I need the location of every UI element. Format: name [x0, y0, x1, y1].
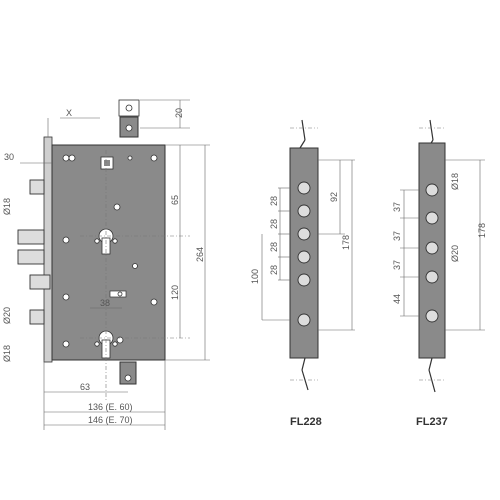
bolt	[425, 270, 439, 284]
top-rod	[429, 119, 434, 141]
front-edge-strip	[43, 136, 53, 363]
top-bracket-hole	[125, 104, 133, 112]
bottom-rod	[428, 357, 433, 371]
bolt	[297, 250, 311, 264]
fl228-dim-28d: 28	[269, 265, 279, 275]
bolt	[297, 181, 311, 195]
dim-146: 146 (E. 70)	[88, 415, 133, 425]
bolt-deadbolt-2	[17, 249, 45, 265]
fl237-dim-44: 44	[392, 294, 402, 304]
dim-d20: Ø20	[2, 307, 12, 324]
screw-hole	[116, 336, 124, 344]
screw-hole	[68, 154, 76, 162]
fl237-dim-37b: 37	[392, 231, 402, 241]
latch-pin	[117, 291, 123, 297]
fl237-dim-d18: Ø18	[450, 173, 460, 190]
top-rod-hook	[299, 139, 306, 149]
fl237-dim-37a: 37	[392, 202, 402, 212]
fl228-dim-28c: 28	[269, 242, 279, 252]
fl228-dim-28a: 28	[269, 196, 279, 206]
bolt	[297, 227, 311, 241]
bolt	[297, 204, 311, 218]
bottom-connector-hole	[124, 374, 132, 382]
screw-hole	[62, 293, 70, 301]
screw-hole	[62, 340, 70, 348]
dim-264: 264	[195, 247, 205, 262]
screw-hole	[132, 263, 138, 269]
bolt-deadbolt-1	[17, 229, 45, 245]
fl237-bolts	[425, 183, 439, 323]
dim-d18-bottom: Ø18	[2, 345, 12, 362]
screw-hole	[62, 236, 70, 244]
fl228-bolts	[297, 181, 311, 327]
fl237-dim-d20: Ø20	[450, 245, 460, 262]
dim-20: 20	[174, 108, 184, 118]
dim-30: 30	[4, 152, 14, 162]
screw-hole	[113, 203, 121, 211]
fl237-dim-37c: 37	[392, 260, 402, 270]
bolt-latch	[29, 274, 51, 290]
fl228-drawing: 28 28 28 28 100 92 178 FL228	[250, 119, 355, 428]
screw-hole	[150, 298, 158, 306]
dim-38: 38	[100, 298, 110, 308]
dim-x: X	[66, 108, 72, 118]
bolt	[425, 241, 439, 255]
bolts-left	[17, 179, 51, 325]
dim-136: 136 (E. 60)	[88, 402, 133, 412]
screw-holes	[62, 154, 158, 348]
bolt-top	[29, 179, 45, 195]
screw-hole	[150, 154, 158, 162]
bolt	[425, 309, 439, 323]
dim-65: 65	[170, 195, 180, 205]
fl237-drawing: 37 37 37 44 Ø18 Ø20 178 FL237	[392, 119, 487, 428]
bottom-rod-connector	[119, 361, 137, 385]
bolt	[425, 211, 439, 225]
top-connector-hole	[125, 124, 133, 132]
bolt	[297, 273, 311, 287]
bolt-deadbolt-3	[29, 309, 45, 325]
fl237-dim-178: 178	[477, 223, 487, 238]
screw-hole	[62, 154, 70, 162]
spindle-square-inner	[104, 160, 110, 166]
fl228-dim-92: 92	[329, 192, 339, 202]
fl228-label: FL228	[290, 416, 322, 428]
screw-hole	[127, 155, 133, 161]
fl228-dim-178: 178	[341, 235, 351, 250]
dim-120: 120	[170, 285, 180, 300]
dim-d18-top: Ø18	[2, 198, 12, 215]
bottom-rod	[301, 357, 306, 371]
fl228-dim-28b: 28	[269, 219, 279, 229]
top-rod	[301, 119, 306, 141]
fl237-label: FL237	[416, 416, 448, 428]
main-lock-drawing: 20 X 30 Ø18 Ø20 Ø18 65 120 38 264 63 136…	[2, 99, 210, 430]
bolt	[297, 313, 311, 327]
fl228-dim-100: 100	[250, 269, 260, 284]
dim-63: 63	[80, 382, 90, 392]
bolt	[425, 183, 439, 197]
bottom-rod-hook	[428, 369, 436, 393]
